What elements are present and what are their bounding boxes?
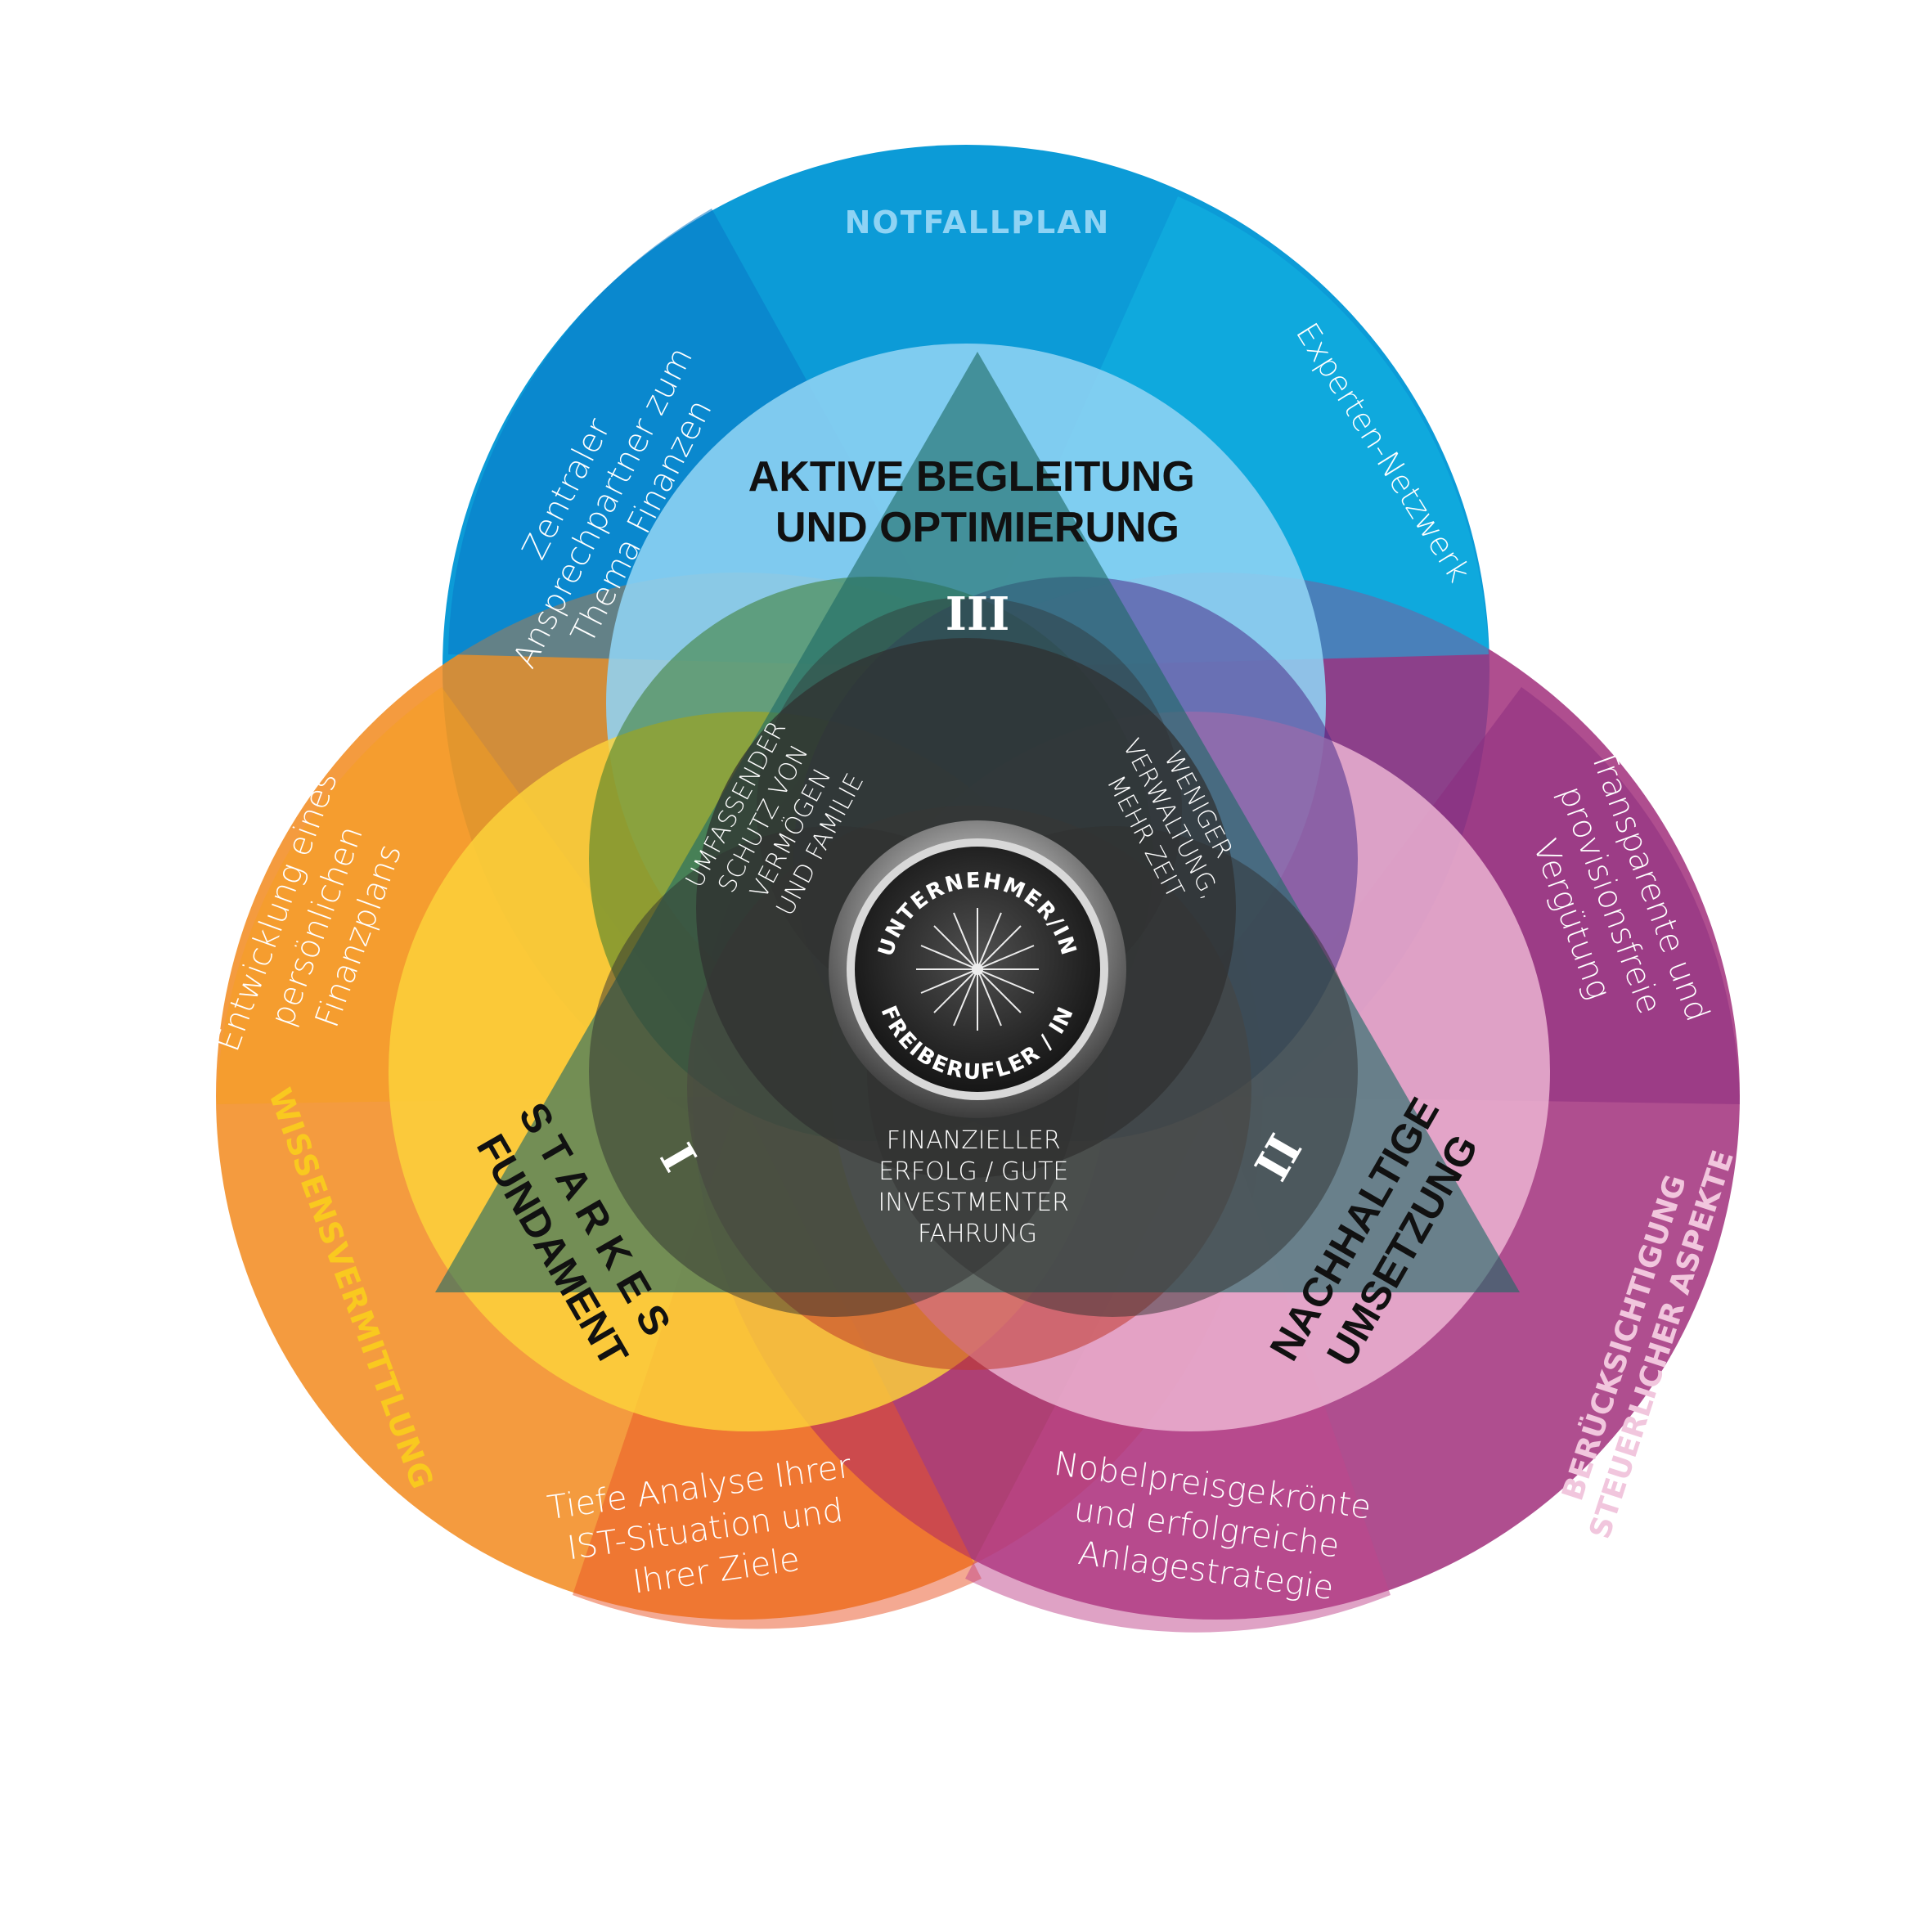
benefit-bottom: FINANZIELLER ERFOLG / GUTE INVESTMENTER … xyxy=(878,1126,1076,1248)
numeral-top: III xyxy=(946,587,1010,641)
pillar-top-title: AKTIVE BEGLEITUNG UND OPTIMIERUNG xyxy=(748,453,1206,551)
top-heading: NOTFALLPLAN xyxy=(845,204,1111,240)
asterisk-icon xyxy=(916,908,1039,1031)
